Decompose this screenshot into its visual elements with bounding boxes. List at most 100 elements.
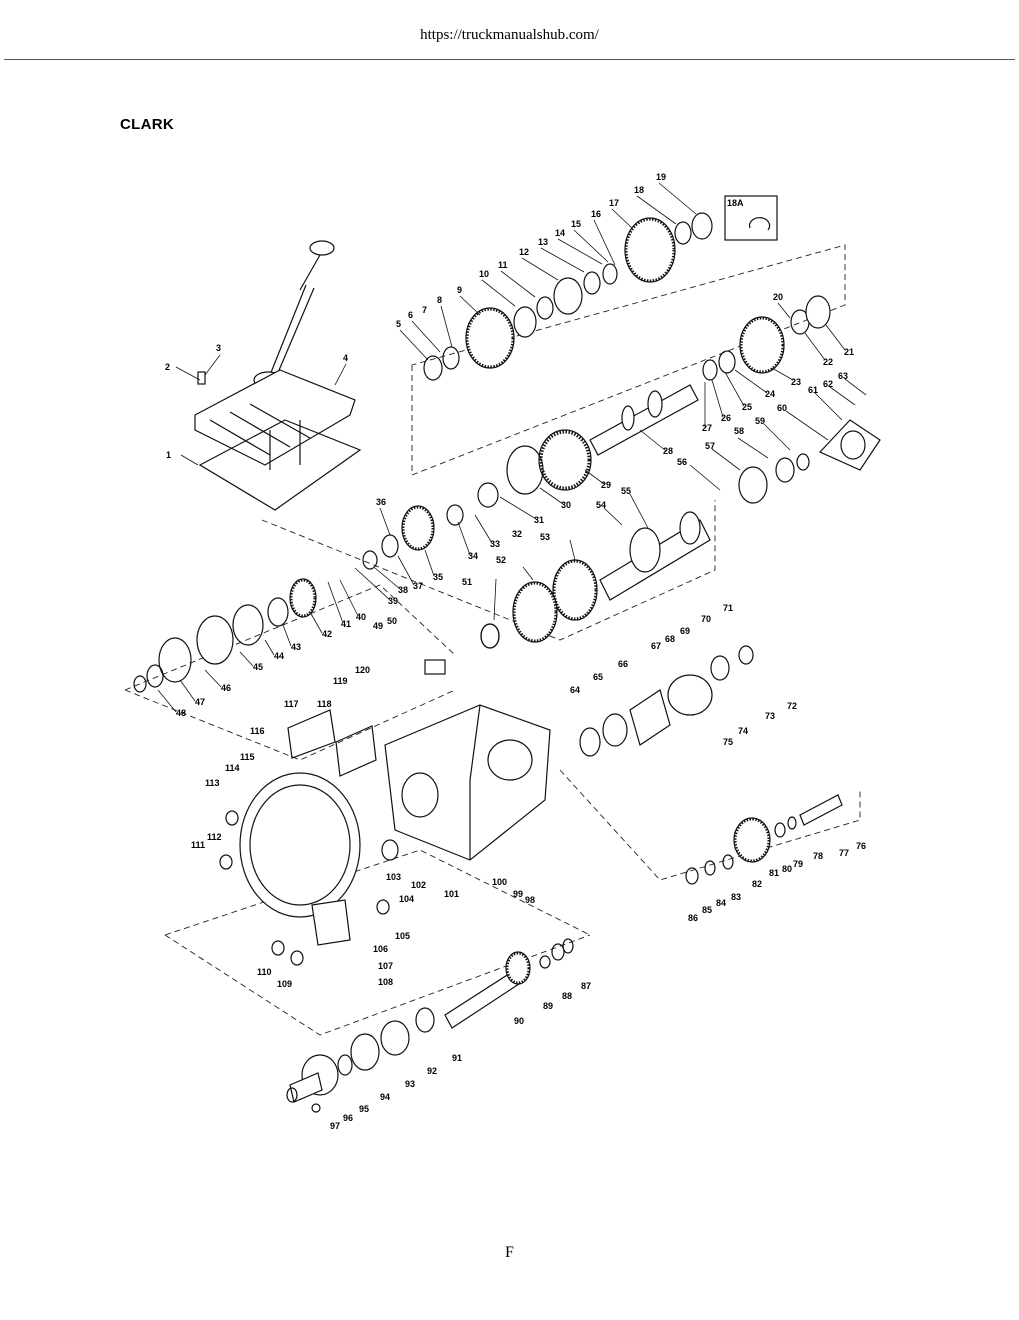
callout-label: 116 [250,726,265,736]
callout-label: 65 [593,672,603,682]
mainshaft [446,384,699,526]
callout-label: 35 [433,572,443,582]
transmission-case [384,645,754,861]
inset-label: 18A [727,198,744,208]
callout-label: 26 [721,413,731,423]
callout-label: 86 [688,913,698,923]
callout-label: 1 [166,450,171,460]
callout-label: 44 [274,651,284,661]
callout-label: 14 [555,228,565,238]
callout-label: 106 [373,944,388,954]
brand-label: CLARK [120,116,174,133]
callout-label: 115 [240,752,255,762]
callout-label: 28 [663,446,673,456]
callout-label: 59 [755,416,765,426]
callout-label: 100 [492,877,507,887]
callout-label: 57 [705,441,715,451]
callout-label: 73 [765,711,775,721]
input-shaft [286,938,574,1113]
callout-label: 120 [355,665,370,675]
callout-label: 91 [452,1053,462,1063]
callout-label: 74 [738,726,748,736]
callout-label: 109 [277,979,292,989]
callout-label: 103 [386,872,401,882]
callout-label: 93 [405,1079,415,1089]
callout-label: 102 [411,880,426,890]
callout-label: 70 [701,614,711,624]
callout-label: 55 [621,486,631,496]
callout-label: 43 [291,642,301,652]
callout-label: 19 [656,172,666,182]
clutch-housing [219,709,399,966]
callout-label: 33 [490,539,500,549]
callout-label: 95 [359,1104,369,1114]
callout-label: 76 [856,841,866,851]
callout-label: 11 [498,260,508,270]
callout-label: 37 [413,581,423,591]
header-url[interactable]: https://truckmanualshub.com/ [420,27,599,43]
callout-label: 22 [823,357,833,367]
callout-label: 75 [723,737,733,747]
callout-label: 108 [378,977,393,987]
callout-label: 49 [373,621,383,631]
callout-label: 71 [723,603,733,613]
callout-label: 18 [634,185,644,195]
callout-label: 29 [601,480,611,490]
callout-label: 39 [388,596,398,606]
callout-label: 48 [176,708,186,718]
callout-label: 79 [793,859,803,869]
callout-label: 78 [813,851,823,861]
callout-label: 85 [702,905,712,915]
callout-label: 45 [253,662,263,672]
callout-label: 21 [844,347,854,357]
callout-label: 40 [356,612,366,622]
callout-label: 24 [765,389,775,399]
reverse-idler [685,794,843,885]
callout-label: 20 [773,292,783,302]
callout-label: 61 [808,385,818,395]
callout-label: 50 [387,616,397,626]
callout-label: 72 [787,701,797,711]
callout-label: 97 [330,1121,340,1131]
callout-label: 83 [731,892,741,902]
callout-label: 54 [596,500,606,510]
callout-label: 87 [581,981,591,991]
callout-label: 31 [534,515,544,525]
callout-label: 101 [444,889,459,899]
callout-label: 36 [376,497,386,507]
callout-label: 117 [284,699,299,709]
callout-label: 90 [514,1016,524,1026]
leader-lines [157,182,867,713]
callout-label: 23 [791,377,801,387]
callout-label: 6 [408,310,413,320]
callout-label: 96 [343,1113,353,1123]
callout-label: 80 [782,864,792,874]
callout-label: 13 [538,237,548,247]
callout-label: 46 [221,683,231,693]
callout-label: 53 [540,532,550,542]
callout-label: 107 [378,961,393,971]
callout-label: 42 [322,629,332,639]
callout-label: 104 [399,894,414,904]
callout-label: 41 [341,619,351,629]
shift-cover-assembly [194,240,362,511]
callout-label: 105 [395,931,410,941]
callout-label: 84 [716,898,726,908]
reverse-gears [133,505,500,693]
callout-label: 30 [561,500,571,510]
callout-label: 12 [519,247,529,257]
callout-label: 111 [191,840,205,850]
callout-labels: 1 2 3 4 5 6 7 8 9 10 11 12 13 14 15 16 1… [165,172,866,1131]
callout-label: 113 [205,778,220,788]
callout-label: 81 [769,868,779,878]
callout-label: 15 [571,219,581,229]
callout-label: 25 [742,402,752,412]
callout-label: 52 [496,555,506,565]
callout-label: 98 [525,895,535,905]
callout-label: 64 [570,685,580,695]
callout-label: 2 [165,362,170,372]
callout-label: 88 [562,991,572,1001]
callout-label: 112 [207,832,222,842]
callout-label: 10 [479,269,489,279]
